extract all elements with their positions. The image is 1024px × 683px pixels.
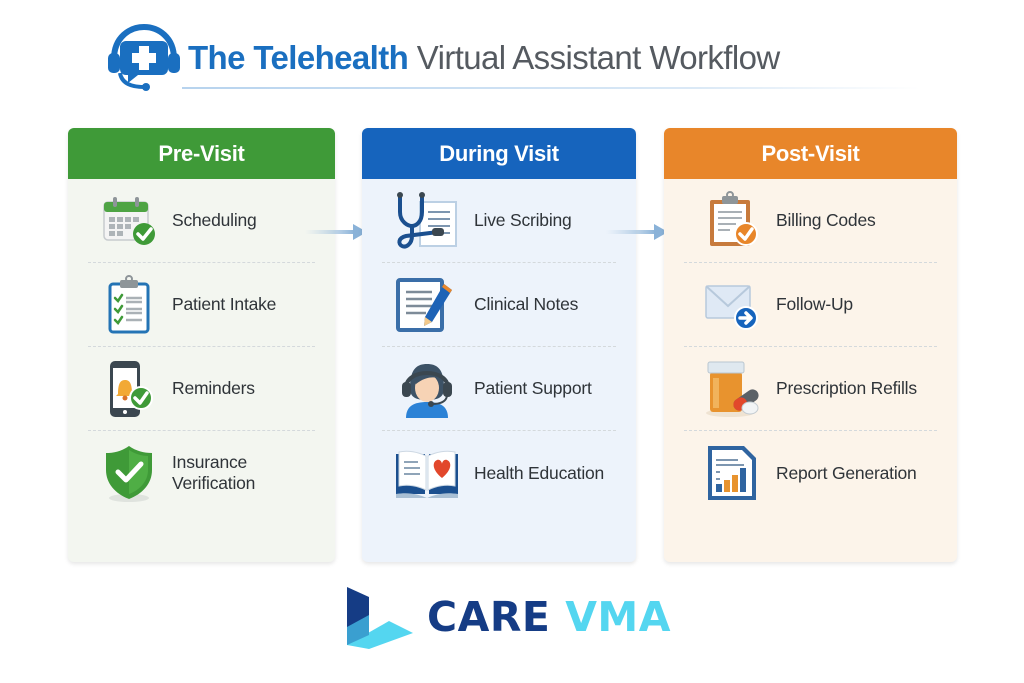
brand-name-primary: CARE: [427, 593, 551, 641]
header-divider: [182, 87, 920, 89]
item-label: Patient Intake: [172, 294, 277, 314]
item-label: Health Education: [474, 462, 605, 483]
pill-bottle-icon: [706, 361, 759, 417]
page-header: The Telehealth Virtual Assistant Workflo…: [104, 22, 780, 94]
list-item-billing-codes: Billing Codes: [684, 179, 937, 263]
phone-bell-check-icon: [110, 360, 153, 417]
item-label: Insurance Verification: [172, 452, 256, 493]
column-header: During Visit: [362, 128, 636, 179]
list-item-insurance-verification: Insurance Verification: [88, 431, 315, 515]
item-label: Follow-Up: [776, 294, 853, 314]
book-heart-icon: [396, 450, 458, 498]
clipboard-checklist-icon: [108, 274, 150, 333]
list-item-health-education: Health Education: [382, 431, 616, 515]
brand-name: CARE VMA: [427, 593, 671, 641]
column-header: Post-Visit: [664, 128, 957, 179]
care-vma-logo-icon: [347, 587, 413, 649]
list-item-patient-support: Patient Support: [382, 347, 616, 431]
item-label: Reminders: [172, 378, 255, 398]
item-label: Scheduling: [172, 210, 257, 230]
list-item-follow-up: Follow-Up: [684, 263, 937, 347]
list-item-reminders: Reminders: [88, 347, 315, 431]
arrow-right-icon: [606, 224, 668, 240]
list-item-prescription-refills: Prescription Refills: [684, 347, 937, 431]
item-label: Patient Support: [474, 378, 592, 398]
column-pre-visit: Pre-Visit Scheduling: [68, 128, 335, 562]
headset-medical-cross-icon: [108, 23, 180, 91]
list-item-scheduling: Scheduling: [88, 179, 315, 263]
brand-logo: CARE VMA: [345, 585, 671, 649]
title-highlight: The Telehealth: [188, 39, 409, 76]
envelope-arrow-icon: [705, 284, 758, 330]
item-label: Billing Codes: [776, 210, 876, 230]
calendar-check-icon: [103, 196, 155, 245]
list-item-clinical-notes: Clinical Notes: [382, 263, 616, 347]
stethoscope-document-icon: [397, 191, 457, 248]
arrow-right-icon: [305, 224, 367, 240]
item-label: Report Generation: [776, 462, 917, 483]
shield-check-icon: [106, 446, 152, 502]
clipboard-check-icon: [710, 190, 758, 246]
column-during-visit: During Visit Live Scribing: [362, 128, 636, 562]
item-label: Clinical Notes: [474, 294, 579, 314]
notes-pencil-icon: [396, 277, 452, 332]
list-item-report-generation: Report Generation: [684, 431, 937, 515]
item-label: Live Scribing: [474, 210, 572, 230]
report-bar-chart-icon: [708, 446, 756, 500]
page-title: The Telehealth Virtual Assistant Workflo…: [188, 39, 780, 77]
list-item-live-scribing: Live Scribing: [382, 179, 616, 263]
title-rest: Virtual Assistant Workflow: [408, 39, 780, 76]
item-label: Prescription Refills: [776, 378, 917, 398]
column-post-visit: Post-Visit Billing Codes: [664, 128, 957, 562]
support-agent-headset-icon: [402, 363, 452, 418]
list-item-patient-intake: Patient Intake: [88, 263, 315, 347]
column-header: Pre-Visit: [68, 128, 335, 179]
brand-name-accent: VMA: [565, 593, 671, 641]
